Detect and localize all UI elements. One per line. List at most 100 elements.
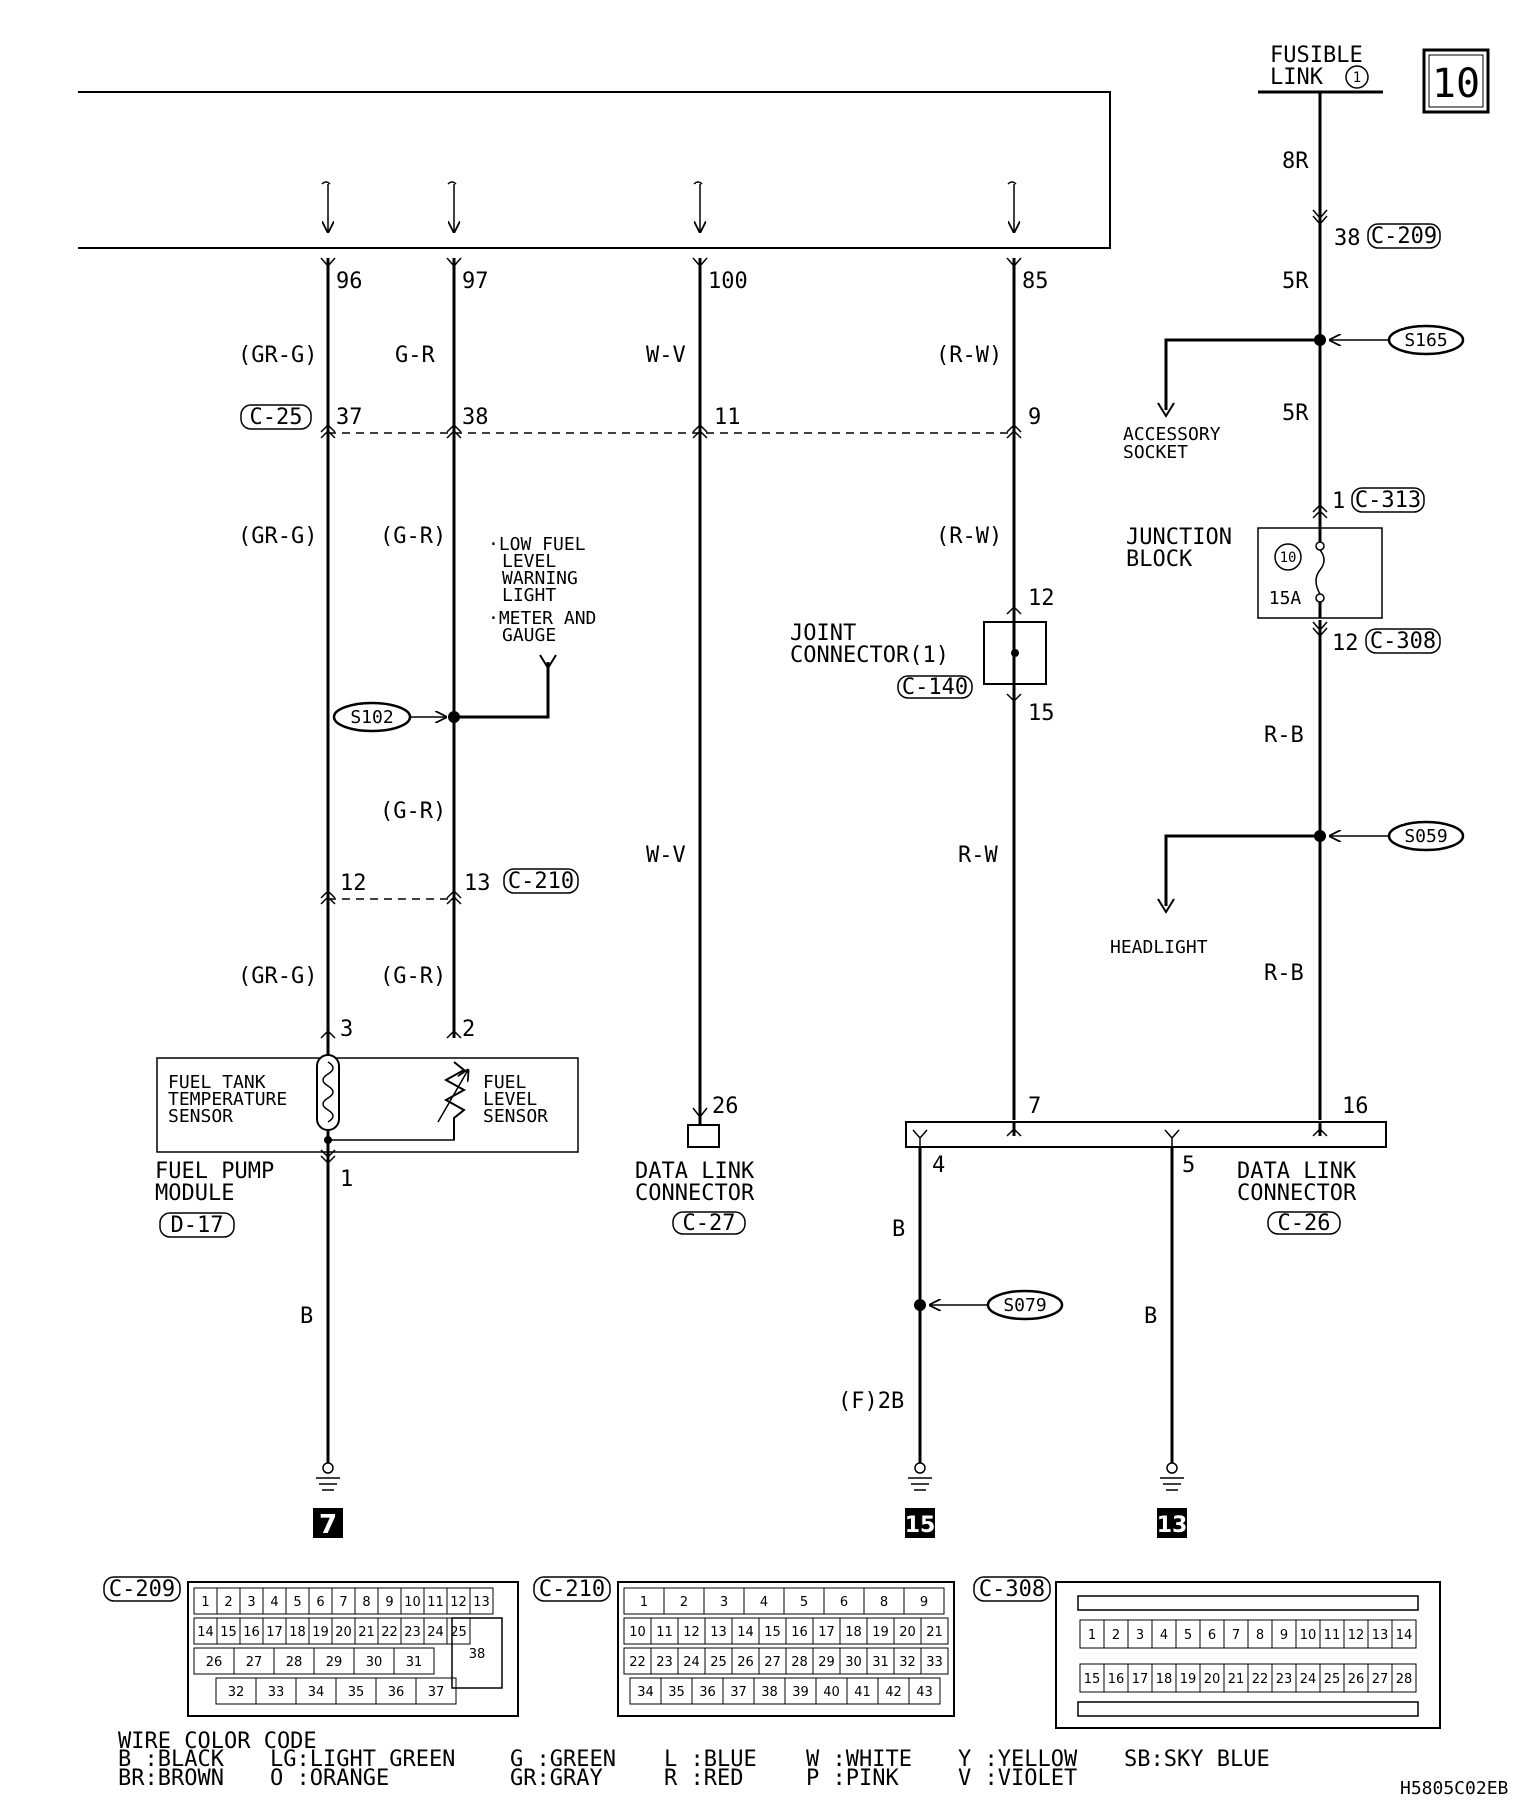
pin-c210-13: 13: [464, 871, 491, 896]
legend-gr: GR:GRAY: [510, 1766, 603, 1791]
splice-s079-label: S079: [1003, 1295, 1046, 1316]
c210-pin-label: 14: [737, 1625, 754, 1640]
c210-pin-41: 41: [846, 1677, 879, 1705]
wire-color-w-v-2: W-V: [646, 843, 686, 868]
pin-d17-3: 3: [340, 1017, 353, 1042]
c209-pin-7: 7: [331, 1587, 356, 1615]
pin-c26-4: 4: [932, 1153, 945, 1178]
connector-c210: 12 13 C-210: [328, 868, 579, 900]
ground-15-label: 15: [905, 1513, 936, 1538]
wire-color-b-2: B: [892, 1217, 905, 1242]
label-light: LIGHT: [502, 585, 556, 606]
c209-pin-37: 37: [415, 1677, 457, 1705]
c209-pin-label: 30: [366, 1655, 383, 1670]
c308-pin-12: 12: [1343, 1619, 1369, 1649]
legend-sb: SB:SKY BLUE: [1124, 1747, 1270, 1772]
connector-tag-c140: [897, 675, 973, 699]
c210-pin-label: 31: [872, 1655, 889, 1670]
c308-pin-label: 16: [1108, 1672, 1125, 1687]
c210-pin-label: 39: [792, 1685, 809, 1700]
page-number: 10: [1432, 61, 1480, 107]
c210-pin-24: 24: [677, 1647, 706, 1675]
c210-pin-14: 14: [731, 1617, 760, 1645]
fpm-label-1: FUEL PUMP: [155, 1159, 274, 1184]
c209-pin-22: 22: [377, 1617, 402, 1645]
label-meter-and: ·METER AND: [488, 608, 596, 629]
c210-pin-22: 22: [623, 1647, 652, 1675]
c308-pin-label: 27: [1372, 1672, 1389, 1687]
c210-pin-32: 32: [893, 1647, 922, 1675]
connector-face-c308-title: C-308: [979, 1577, 1045, 1602]
c210-pin-label: 29: [818, 1655, 835, 1670]
c308-pin-label: 8: [1256, 1628, 1264, 1643]
connector-tag-c308: [1365, 628, 1441, 654]
c209-pin-label: 34: [308, 1685, 325, 1700]
legend-o: O :ORANGE: [270, 1766, 389, 1791]
pin-d17-2: 2: [462, 1017, 475, 1042]
c210-pin-label: 9: [920, 1595, 928, 1610]
ecu-box: 96 97 100 85: [78, 91, 1111, 294]
junction-block: 10 15A JUNCTION BLOCK 1 C-313 12 C-308: [1126, 487, 1441, 656]
connector-d17: D-17: [171, 1213, 224, 1238]
c209-pin-label: 12: [450, 1595, 467, 1610]
c308-pin-label: 15: [1084, 1672, 1101, 1687]
joint-connector-label-2: CONNECTOR(1): [790, 643, 949, 668]
c209-pin-label: 27: [246, 1655, 263, 1670]
c308-pin-label: 21: [1228, 1672, 1245, 1687]
c210-pin-31: 31: [866, 1647, 895, 1675]
c210-pin-15: 15: [758, 1617, 787, 1645]
fuel-pump-module: FUEL TANK TEMPERATURE SENSOR FUEL LEVEL …: [155, 1017, 579, 1238]
legend-v: V :VIOLET: [958, 1766, 1077, 1791]
c209-pin-21: 21: [354, 1617, 379, 1645]
c209-pin-label: 29: [326, 1655, 343, 1670]
c210-pin-label: 6: [840, 1595, 848, 1610]
c210-pin-label: 3: [720, 1595, 728, 1610]
c308-pin-11: 11: [1319, 1619, 1345, 1649]
wire-color-g-r-3: (G-R): [380, 799, 446, 824]
c308-pin-label: 7: [1232, 1628, 1240, 1643]
wire-color-5r-1: 5R: [1282, 269, 1309, 294]
pin-c26-7: 7: [1028, 1094, 1041, 1119]
pin-d17-1: 1: [340, 1167, 353, 1192]
c209-pin-label: 24: [427, 1625, 444, 1640]
c308-pin-14: 14: [1391, 1619, 1417, 1649]
c209-pin-30: 30: [353, 1647, 395, 1675]
c308-pin-label: 28: [1396, 1672, 1413, 1687]
c308-pin-label: 20: [1204, 1672, 1221, 1687]
c308-pin-6: 6: [1199, 1619, 1225, 1649]
pin-c25-11: 11: [714, 405, 741, 430]
wire-color-b-3: B: [1144, 1304, 1157, 1329]
c210-pin-label: 13: [710, 1625, 727, 1640]
c308-pin-label: 23: [1276, 1672, 1293, 1687]
wire-w-v: W-V W-V: [646, 257, 708, 1125]
c210-pin-label: 30: [845, 1655, 862, 1670]
c210-pin-38: 38: [753, 1677, 786, 1705]
ground-7: 7: [313, 1462, 343, 1540]
pin-c313-1: 1: [1332, 489, 1345, 514]
c210-pin-9: 9: [903, 1587, 945, 1615]
c210-pin-34: 34: [629, 1677, 662, 1705]
pin-c308-12: 12: [1332, 631, 1359, 656]
wire-color-g-r-2: (G-R): [380, 524, 446, 549]
connector-c27: C-27: [683, 1211, 736, 1236]
fusible-link-number: 1: [1353, 70, 1361, 86]
fuse-amp: 15A: [1269, 588, 1302, 609]
c308-pin-16: 16: [1103, 1663, 1129, 1693]
c308-pin-label: 9: [1280, 1628, 1288, 1643]
c210-pin-label: 1: [640, 1595, 648, 1610]
accessory-label-1: ACCESSORY: [1123, 424, 1221, 445]
joint-connector-c140: 12 15 JOINT CONNECTOR(1) C-140: [790, 586, 1055, 726]
c210-pin-label: 19: [872, 1625, 889, 1640]
c209-pin-label: 28: [286, 1655, 303, 1670]
label-gauge: GAUGE: [502, 625, 556, 646]
c209-pin-35: 35: [335, 1677, 377, 1705]
c308-pin-label: 11: [1324, 1628, 1341, 1643]
c308-pin-7: 7: [1223, 1619, 1249, 1649]
connector-tag-c26: [1267, 1211, 1341, 1235]
legend-l: L :BLUE: [664, 1747, 757, 1772]
wire-color-legend: WIRE COLOR CODE B :BLACK LG:LIGHT GREEN …: [118, 1729, 1508, 1799]
c209-pin-18: 18: [285, 1617, 310, 1645]
c210-pin-label: 23: [656, 1655, 673, 1670]
c308-pin-label: 14: [1396, 1628, 1413, 1643]
c210-pin-3: 3: [703, 1587, 745, 1615]
